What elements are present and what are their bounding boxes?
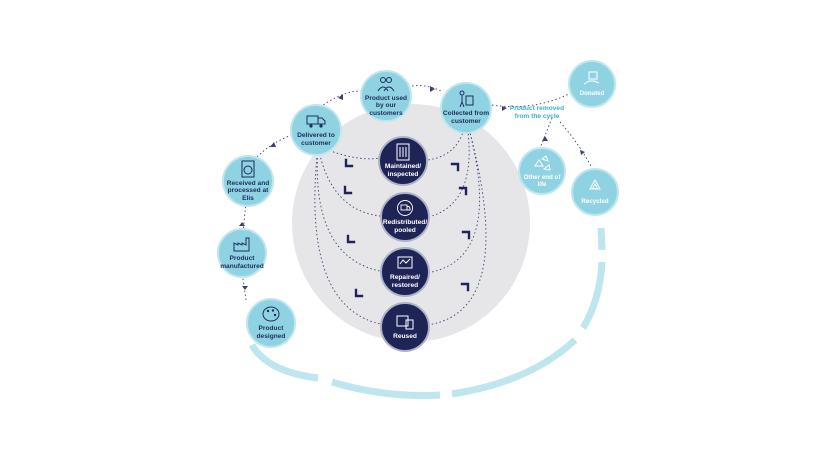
- cycle-arrow: [338, 94, 343, 100]
- node-label: Product manufactured: [220, 255, 264, 270]
- node-redistributed-pooled: Redistributed/ pooled: [380, 192, 430, 242]
- node-label: Delivered to customer: [297, 132, 335, 147]
- loop-chevron: [343, 185, 353, 195]
- node-other-end-of-life: Other end of life: [518, 147, 566, 195]
- node-reused: Reused: [380, 302, 430, 352]
- loop-chevron: [344, 158, 354, 168]
- node-repaired-restored: Repaired/ restored: [380, 247, 430, 297]
- truck-icon: [306, 115, 326, 129]
- loop-chevron: [346, 234, 356, 244]
- node-label: Received and processed at Elis: [226, 179, 270, 202]
- washing-machine-icon: [241, 160, 255, 178]
- removed-link: [491, 87, 581, 108]
- removed-link: [539, 117, 553, 149]
- node-collected-from-customer: Collected from customer: [440, 82, 492, 134]
- cycle-arrow: [502, 106, 507, 111]
- checklist-icon: [396, 143, 410, 161]
- outer-arc-segment: [597, 227, 606, 251]
- inner-arc: [431, 117, 481, 273]
- node-product-designed: Product designed: [246, 298, 296, 348]
- loop-chevron: [461, 230, 471, 240]
- cycle-arrow: [270, 142, 276, 147]
- inner-arc: [317, 145, 381, 217]
- palette-icon: [262, 306, 280, 322]
- node-maintained-inspected: Maintained/ inspected: [378, 136, 428, 186]
- node-donated: Donated: [568, 60, 616, 108]
- outer-arc-segment: [330, 378, 441, 399]
- node-received-processed: Received and processed at Elis: [222, 155, 274, 207]
- cycle-arrow: [430, 86, 435, 92]
- node-recycled: Recycled: [571, 168, 619, 216]
- node-label: Product used by our customers: [364, 94, 408, 117]
- node-label: Other end of life: [523, 173, 561, 188]
- outer-arc-segment: [579, 261, 606, 330]
- loop-chevron: [354, 288, 364, 298]
- factory-icon: [233, 237, 250, 252]
- loop-chevron: [460, 282, 470, 292]
- loop-chevron: [458, 186, 468, 196]
- cycle-link: [411, 85, 444, 93]
- node-label: Donated: [579, 90, 605, 98]
- outer-arc-segment: [451, 337, 578, 398]
- loop-chevron: [450, 162, 460, 172]
- cycle-arrow: [239, 222, 245, 226]
- cycle-arrow: [580, 150, 585, 155]
- node-label: Product designed: [256, 325, 286, 340]
- pieces-icon: [534, 155, 551, 171]
- removed-link: [559, 121, 593, 169]
- node-delivered-to-customer: Delivered to customer: [290, 104, 342, 156]
- cycle-arrow: [542, 136, 548, 141]
- hand-box-icon: [583, 71, 600, 85]
- cycle-link: [242, 202, 247, 233]
- sewing-icon: [397, 256, 413, 269]
- node-label: Redistributed/ pooled: [382, 219, 428, 234]
- node-label: Maintained/ inspected: [384, 163, 422, 178]
- cycle-arrow: [242, 286, 248, 290]
- outer-arc-segment: [248, 343, 319, 382]
- node-label: Reused: [393, 333, 417, 341]
- node-label: Collected from customer: [442, 110, 490, 125]
- node-label: Repaired/ restored: [389, 274, 421, 289]
- shirt-screen-icon: [396, 315, 414, 330]
- people-icon: [377, 76, 395, 91]
- node-product-used: Product used by our customers: [360, 70, 412, 122]
- node-label: Recycled: [581, 198, 609, 206]
- cycle-link: [241, 271, 247, 301]
- inner-arc: [314, 145, 386, 326]
- removed-from-cycle-label: Product removed from the cycle: [509, 105, 565, 120]
- worker-cart-icon: [459, 90, 474, 108]
- node-product-manufactured: Product manufactured: [217, 228, 267, 278]
- inner-arc: [431, 117, 470, 217]
- recycle-icon: [589, 179, 601, 190]
- truck-cycle-icon: [397, 200, 413, 217]
